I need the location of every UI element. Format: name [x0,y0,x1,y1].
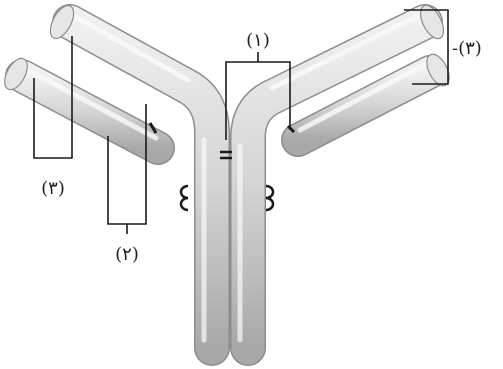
right-light-chain-divider [286,124,296,134]
left-light-chain-divider [148,122,158,134]
disulfide-loops [179,184,275,212]
label-2: (٢) [115,244,139,265]
bracket-1 [225,52,291,140]
label-3-left: (٣) [41,178,65,199]
right-light-chain [281,55,447,157]
hinge-disulfide-bonds [220,150,232,160]
label-3-right: -(٣) [452,38,482,59]
tube-openings [4,4,450,91]
label-1: (١) [246,30,270,51]
bracket-3-left [33,36,73,159]
right-heavy-chain [230,4,443,366]
bracket-2 [107,104,147,234]
bracket-3-right [404,9,449,85]
left-light-chain [5,59,175,165]
segment-dividers [148,122,296,134]
left-heavy-chain [52,4,230,366]
